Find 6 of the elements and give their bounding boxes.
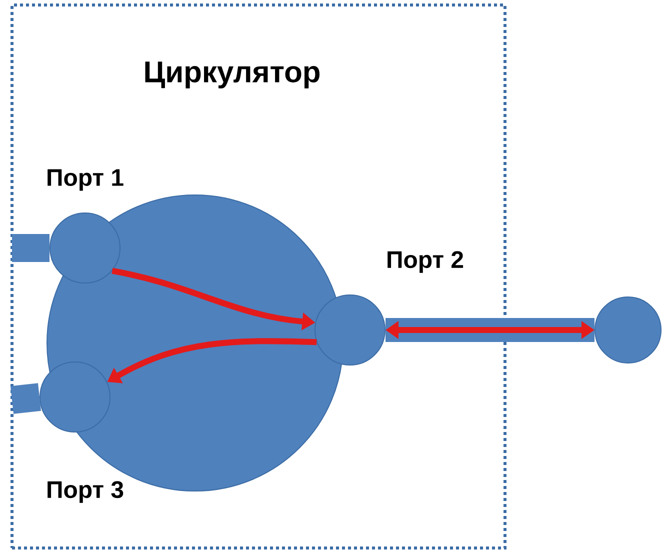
waveguide-line: [10, 383, 42, 414]
port-circle: [40, 362, 110, 432]
port-circle: [314, 294, 386, 366]
load-circle: [594, 296, 662, 364]
waveguide-line: [12, 234, 50, 262]
port-circle: [50, 212, 120, 284]
